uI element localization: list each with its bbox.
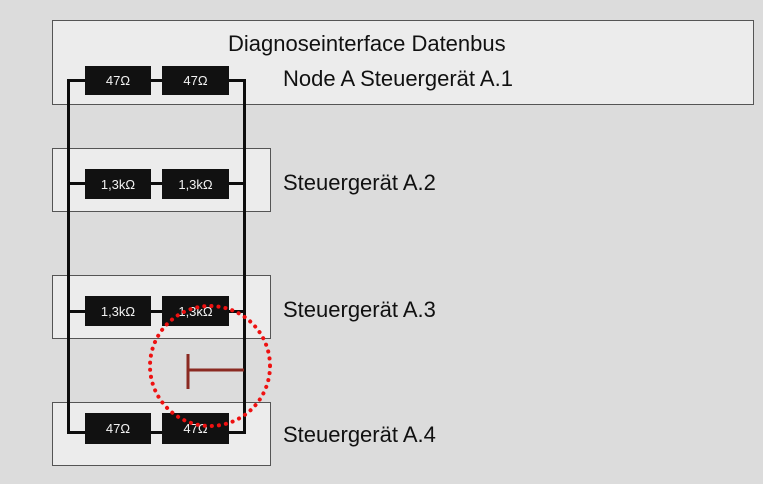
node-a1-resistor-1: 47Ω [85, 66, 151, 95]
node-a3-wire [67, 310, 246, 313]
node-a2-wire [67, 182, 246, 185]
node-a4-wire [67, 431, 246, 434]
diagram-title: Diagnoseinterface Datenbus [228, 31, 506, 56]
node-a2-box [52, 148, 271, 212]
node-a1-label: Node A Steuergerät A.1 [283, 66, 513, 91]
line-break-icon [186, 354, 244, 389]
node-a1-resistor-2: 47Ω [162, 66, 229, 95]
bus-line-high [243, 79, 246, 434]
node-a4-resistor-2: 47Ω [162, 413, 229, 444]
node-a2-resistor-1: 1,3kΩ [85, 169, 151, 199]
node-a3-label: Steuergerät A.3 [283, 297, 436, 322]
node-a4-label: Steuergerät A.4 [283, 422, 436, 447]
node-a2-resistor-2: 1,3kΩ [162, 169, 229, 199]
bus-line-low [67, 79, 70, 434]
node-a4-resistor-1: 47Ω [85, 413, 151, 444]
node-a3-resistor-1: 1,3kΩ [85, 296, 151, 326]
node-a2-label: Steuergerät A.2 [283, 170, 436, 195]
node-a1-wire [67, 79, 246, 82]
fault-highlight-circle [148, 304, 272, 428]
